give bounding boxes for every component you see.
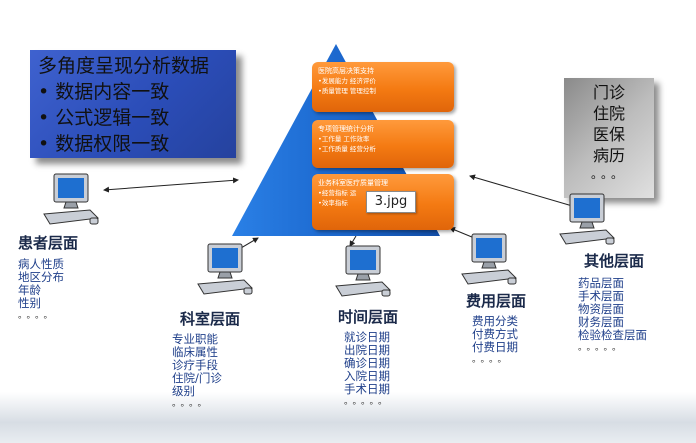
layer-title: 其他层面 [584, 252, 645, 270]
patient-connector [103, 177, 239, 193]
layer-item: 手术日期 [344, 382, 390, 396]
level-line: •经营指标 运 [318, 189, 357, 197]
layer-item: 手术层面 [578, 289, 624, 303]
layer-title: 费用层面 [466, 292, 527, 310]
computer-icon [335, 245, 392, 297]
layer-items: 药品层面 手术层面 物资层面 财务层面 检验检查层面 。。。。。 [578, 277, 647, 355]
other-item: 住院 [592, 104, 625, 123]
pyramid-level-top: 医院高层决策支持 •发展能力 经济评价 •质量管理 管理控制 [312, 62, 454, 112]
layer-item: 费用分类 [472, 314, 518, 328]
layer-item: 就诊日期 [344, 330, 390, 344]
floor-gradient [0, 392, 696, 443]
layer-item: 病人性质 [18, 257, 64, 271]
level-title: 专项管理统计分析 [318, 125, 374, 133]
other-connector [469, 174, 587, 212]
computer-icon [197, 243, 254, 295]
layer-item: 性别 [18, 296, 41, 310]
pyramid-level-middle: 专项管理统计分析 •工作量 工作效率 •工作质量 经营分析 [312, 120, 454, 168]
summary-box: 多角度呈现分析数据 数据内容一致 公式逻辑一致 数据权限一致 [30, 50, 236, 158]
layer-item: 付费方式 [472, 327, 518, 341]
other-more: 。。。 [590, 167, 627, 181]
layer-item: 检验检查层面 [578, 328, 647, 342]
computer-icon [559, 193, 616, 245]
layer-item: 入院日期 [344, 369, 390, 383]
layer-more: 。。。。 [18, 311, 57, 321]
layer-title: 时间层面 [338, 308, 399, 326]
layer-item: 临床属性 [172, 345, 218, 359]
layer-item: 级别 [172, 384, 195, 398]
level-title: 医院高层决策支持 [318, 67, 374, 75]
summary-item-permission: 数据权限一致 [38, 131, 228, 157]
layer-item: 住院/门诊 [172, 371, 222, 385]
layer-item: 地区分布 [18, 270, 64, 284]
summary-item-content: 数据内容一致 [38, 79, 228, 105]
layer-title: 科室层面 [180, 310, 241, 328]
level-line: •效率指标 [318, 199, 348, 207]
layer-title: 患者层面 [18, 234, 79, 252]
computer-icon [43, 173, 100, 225]
layer-item: 专业职能 [172, 332, 218, 346]
layer-other: 其他层面 药品层面 手术层面 物资层面 财务层面 检验检查层面 。。。。。 [578, 250, 647, 355]
layer-item: 付费日期 [472, 340, 518, 354]
layer-more: 。。。。 [172, 399, 211, 409]
summary-title: 多角度呈现分析数据 [38, 55, 210, 77]
layer-item: 物资层面 [578, 302, 624, 316]
level-line: •工作量 工作效率 [318, 135, 370, 143]
level-line: •质量管理 管理控制 [318, 87, 376, 95]
level-line: •工作质量 经营分析 [318, 145, 376, 153]
layer-more: 。。。。。 [344, 397, 392, 407]
layer-items: 费用分类 付费方式 付费日期 。。。。 [472, 315, 526, 367]
pyramid-level-bottom: 业务科室医疗质量管理 •经营指标 运 •效率指标 [312, 174, 454, 230]
computer-icon [461, 233, 518, 285]
layer-dept: 科室层面 专业职能 临床属性 诊疗手段 住院/门诊 级别 。。。。 [172, 308, 241, 411]
image-tooltip: 3.jpg [366, 191, 416, 213]
layer-item: 出院日期 [344, 343, 390, 357]
layer-item: 财务层面 [578, 315, 624, 329]
other-info-box: 门诊 住院 医保 病历 。。。 [564, 78, 654, 198]
other-item: 医保 [592, 125, 625, 144]
layer-item: 药品层面 [578, 276, 624, 290]
layer-time: 时间层面 就诊日期 出院日期 确诊日期 入院日期 手术日期 。。。。。 [338, 306, 398, 409]
layer-items: 病人性质 地区分布 年龄 性别 。。。。 [18, 258, 78, 323]
level-title: 业务科室医疗质量管理 [318, 179, 388, 187]
layer-more: 。。。。 [472, 355, 511, 365]
summary-item-formula: 公式逻辑一致 [38, 105, 228, 131]
layer-cost: 费用层面 费用分类 付费方式 付费日期 。。。。 [466, 290, 526, 367]
layer-item: 诊疗手段 [172, 358, 218, 372]
layer-patient: 患者层面 病人性质 地区分布 年龄 性别 。。。。 [18, 232, 78, 323]
layer-items: 专业职能 临床属性 诊疗手段 住院/门诊 级别 。。。。 [172, 333, 240, 411]
time-connector [349, 235, 357, 247]
other-item: 门诊 [592, 83, 625, 102]
other-item: 病历 [592, 146, 625, 165]
layer-more: 。。。。。 [578, 343, 626, 353]
layer-items: 就诊日期 出院日期 确诊日期 入院日期 手术日期 。。。。。 [344, 331, 398, 409]
layer-item: 确诊日期 [344, 356, 390, 370]
layer-item: 年龄 [18, 283, 41, 297]
level-line: •发展能力 经济评价 [318, 77, 376, 85]
